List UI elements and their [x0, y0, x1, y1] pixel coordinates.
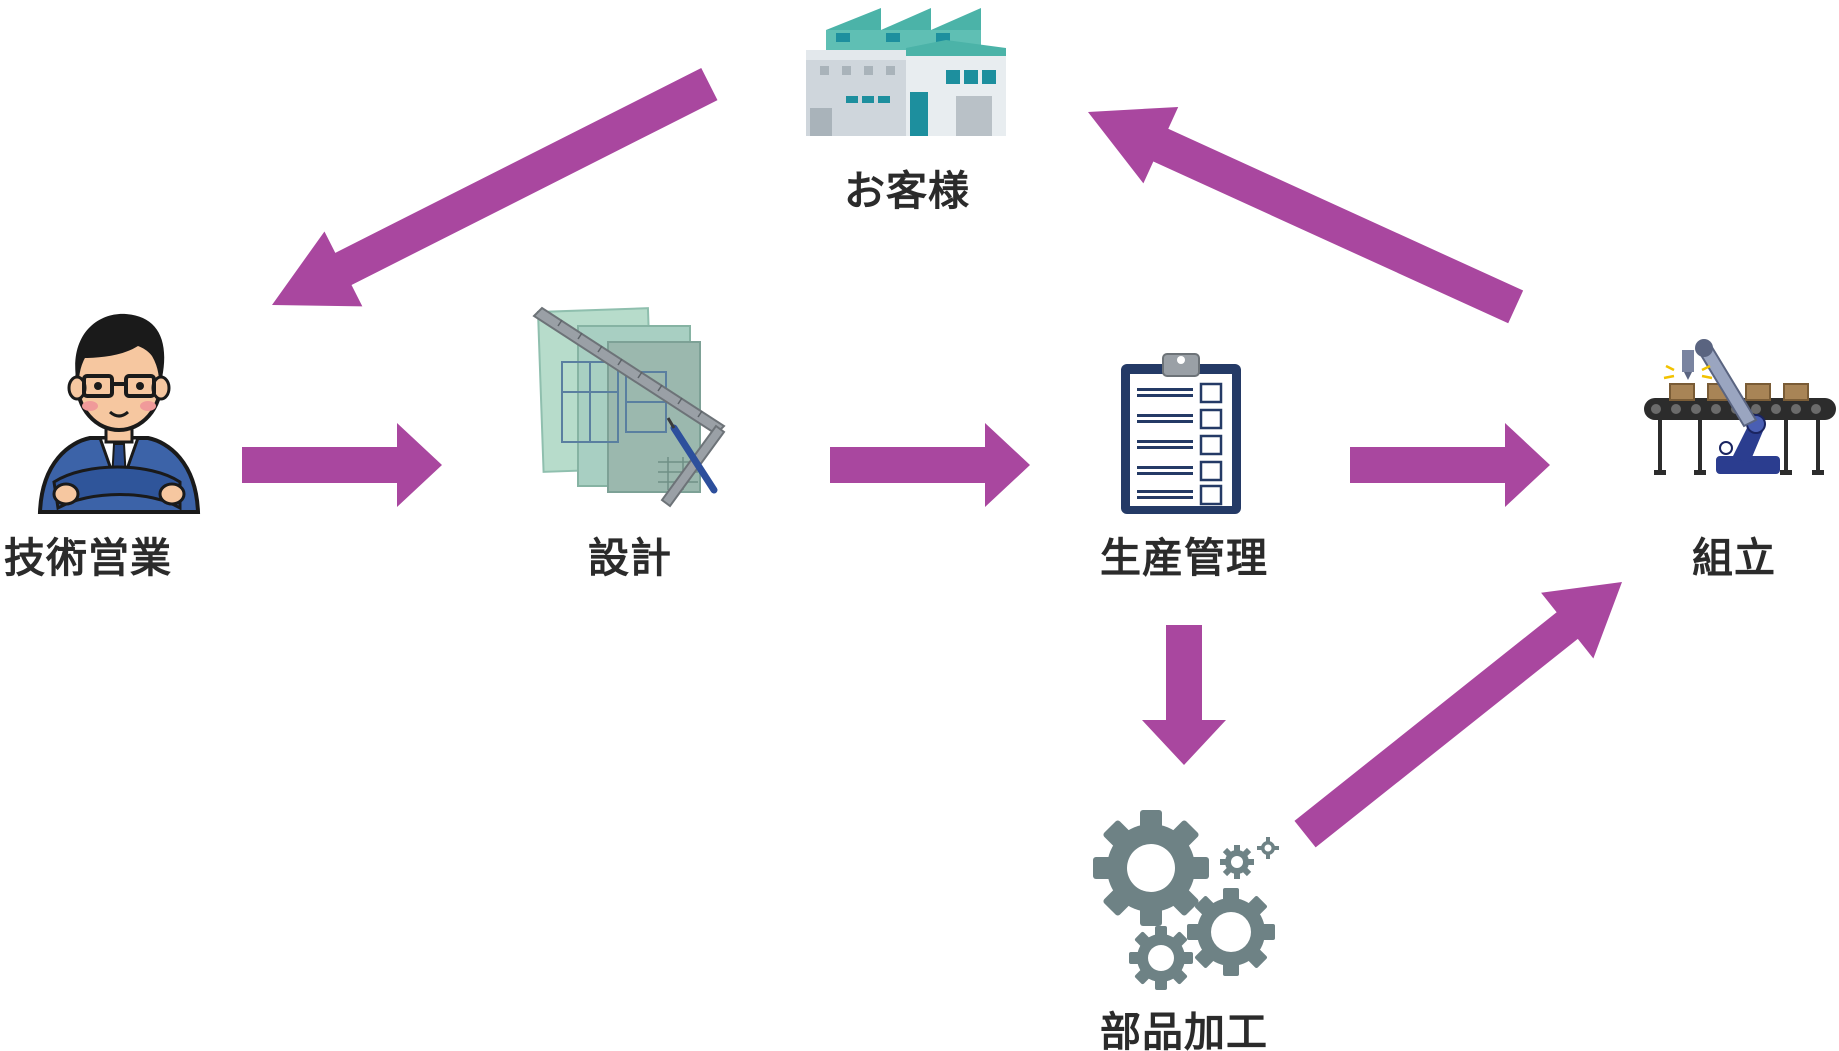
arrow-production-to-machining: [1142, 625, 1226, 765]
arrow-design-to-production: [830, 423, 1030, 507]
arrow-customer-to-sales: [272, 68, 718, 307]
arrow-sales-to-design: [242, 423, 442, 507]
node-production: 生産管理: [1100, 353, 1268, 582]
node-machining: 部品加工: [1093, 810, 1279, 1051]
node-label-machining: 部品加工: [1100, 1008, 1268, 1051]
node-label-customer: お客様: [844, 167, 970, 215]
factory-icon: [806, 8, 1006, 136]
robot-arm-conveyor-icon: [1644, 339, 1836, 475]
arrow-production-to-assembly: [1350, 423, 1550, 507]
node-design: 設計: [532, 306, 726, 582]
node-sales: 技術営業: [4, 313, 201, 582]
node-assembly: 組立: [1644, 339, 1836, 582]
salesman-icon: [37, 313, 201, 514]
node-label-sales: 技術営業: [4, 534, 172, 582]
gears-icon: [1093, 810, 1279, 990]
node-label-assembly: 組立: [1692, 534, 1776, 582]
node-customer: お客様: [806, 8, 1006, 215]
arrow-assembly-to-customer: [1088, 106, 1524, 324]
clipboard-checklist-icon: [1121, 353, 1241, 514]
node-label-production: 生産管理: [1100, 534, 1268, 582]
node-label-design: 設計: [588, 534, 672, 582]
arrow-machining-to-assembly: [1294, 582, 1622, 848]
blueprint-icon: [532, 306, 726, 508]
